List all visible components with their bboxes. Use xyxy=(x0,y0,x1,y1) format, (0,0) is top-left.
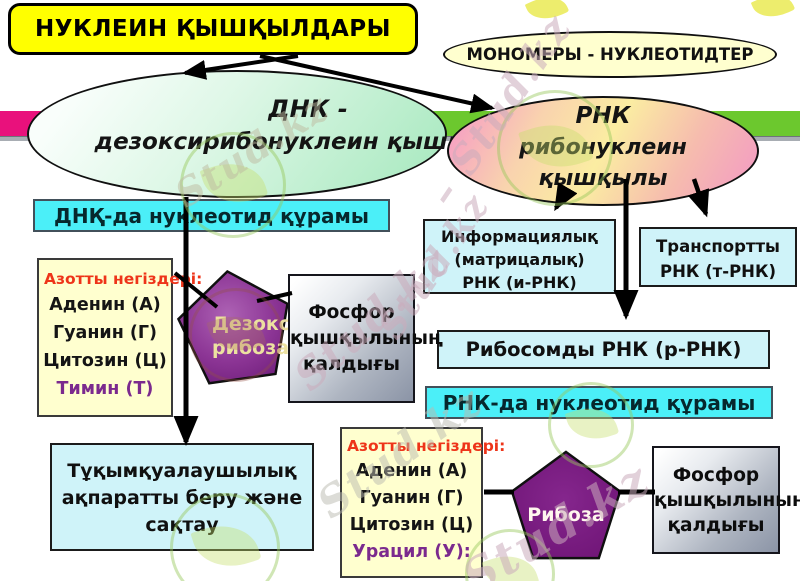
rna-oval-label: РНК рибонуклеин қышқылы xyxy=(452,101,754,194)
dna-phosphate-line3: қалдығы xyxy=(302,354,401,375)
dna-base-cytosine: Цитозин (Ц) xyxy=(43,351,167,371)
rna-base-guanine: Гуанин (Г) xyxy=(359,488,464,508)
dna-base-guanine: Гуанин (Г) xyxy=(52,323,158,343)
dna-bases-title: Азотты негіздері: xyxy=(44,270,203,288)
rna-phosphate-line1: Фосфор xyxy=(672,465,760,486)
dna-base-adenine: Аденин (А) xyxy=(49,295,161,315)
rna-transport-line2: РНК (т-РНК) xyxy=(659,262,776,281)
dna-function-line1: Тұқымқуалаушылық xyxy=(67,460,297,482)
rna-base-cytosine: Цитозин (Ц) xyxy=(349,515,474,535)
dna-function-line3: сақтау xyxy=(145,514,219,536)
pentagon-shape xyxy=(510,450,622,560)
rna-info-box: Информациялық (матрицалық) РНК (и-РНК) xyxy=(423,219,616,294)
slide-title: НУКЛЕИН ҚЫШҚЫЛДАРЫ xyxy=(8,3,418,55)
dna-phosphate-line2: қышқылының xyxy=(290,328,443,349)
dna-function-line2: ақпаратты беру және xyxy=(61,487,303,509)
rna-info-line1: Информациялық xyxy=(440,227,599,246)
dna-base-thymine: Тимин (Т) xyxy=(56,379,154,399)
rna-sugar-pentagon xyxy=(508,450,624,562)
rna-base-uracil: Урацил (У): xyxy=(352,542,471,562)
rna-phosphate-line3: қалдығы xyxy=(667,515,765,536)
rna-phosphate-box: Фосфор қышқылының қалдығы xyxy=(652,446,800,554)
dna-header-box: ДНҚ-да нуклеотид құрамы xyxy=(33,199,390,232)
rna-base-adenine: Аденин (А) xyxy=(355,461,468,481)
rna-transport-box: Транспортты РНК (т-РНК) xyxy=(639,227,797,287)
dna-sugar-line2: рибоза xyxy=(212,337,290,359)
rna-info-line2: (матрицалық) xyxy=(454,250,585,269)
dna-sugar-label: Дезокси рибоза xyxy=(212,312,332,360)
dna-phosphate-box: Фосфор қышқылының қалдығы xyxy=(288,274,443,403)
dna-function-box: Тұқымқуалаушылық ақпаратты беру және сақ… xyxy=(50,443,314,551)
monomers-oval: МОНОМЕРЫ - НУКЛЕОТИДТЕР xyxy=(443,31,777,78)
rna-phosphate-line2: қышқылының xyxy=(654,490,800,511)
leaf-icon xyxy=(750,0,796,25)
dna-sugar-line1: Дезокси xyxy=(212,313,304,335)
rna-bases-title: Азотты негіздері: xyxy=(347,437,506,455)
rna-oval-line1: РНК xyxy=(575,103,631,129)
dna-bases-box: Азотты негіздері: Аденин (А) Гуанин (Г) … xyxy=(37,258,203,417)
rna-sugar-label: Рибоза xyxy=(527,504,605,526)
rna-oval-line2: рибонуклеин xyxy=(519,135,687,160)
rna-ribosomal-box: Рибосомды РНК (р-РНК) xyxy=(437,330,770,369)
rna-transport-line1: Транспортты xyxy=(656,237,780,256)
rna-oval-line3: қышқылы xyxy=(538,166,668,191)
rna-bases-box: Азотты негіздері: Аденин (А) Гуанин (Г) … xyxy=(340,427,506,578)
dna-phosphate-line1: Фосфор xyxy=(308,302,395,323)
rna-header-box: РНК-да нуклеотид құрамы xyxy=(425,386,773,419)
rna-info-line3: РНК (и-РНК) xyxy=(462,273,577,292)
leaf-icon xyxy=(524,0,570,27)
